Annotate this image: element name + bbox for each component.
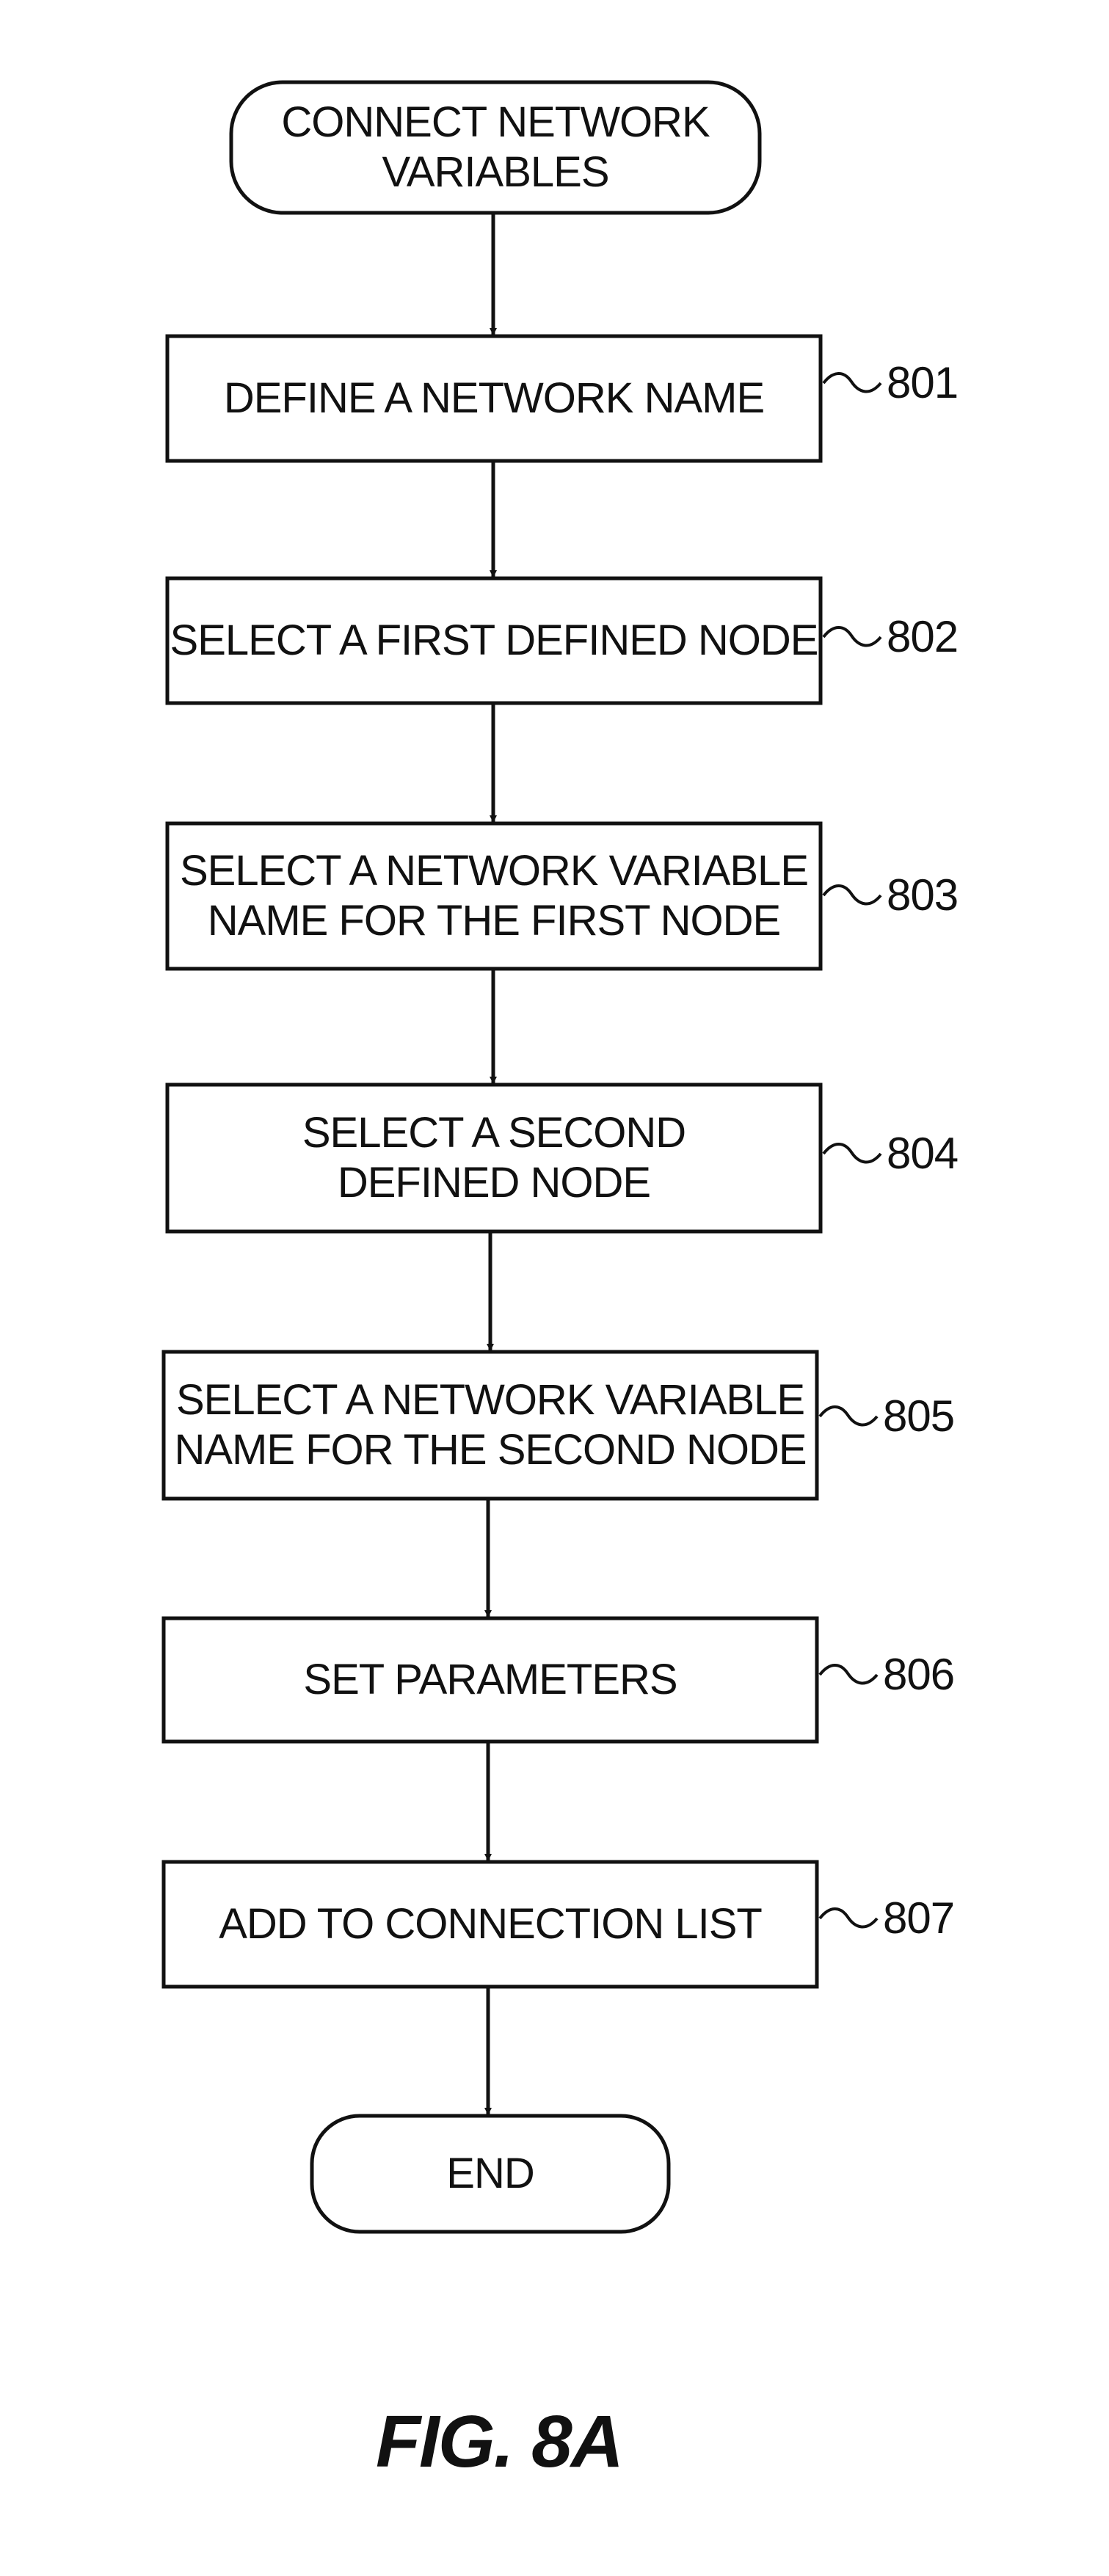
step-801-line-1: DEFINE A NETWORK NAME: [224, 374, 764, 423]
step-label-806: SET PARAMETERS: [164, 1618, 817, 1742]
step-label-802: SELECT A FIRST DEFINED NODE: [167, 578, 821, 703]
ref-number-804: 804: [887, 1132, 958, 1176]
step-label-801: DEFINE A NETWORK NAME: [167, 336, 821, 461]
leader-line-805: [820, 1407, 877, 1425]
step-805-line-1: SELECT A NETWORK VARIABLE: [176, 1375, 804, 1425]
step-806-line-1: SET PARAMETERS: [303, 1655, 677, 1705]
ref-number-806: 806: [883, 1653, 954, 1697]
step-802-line-1: SELECT A FIRST DEFINED NODE: [170, 616, 818, 666]
end-terminal-label: END: [312, 2116, 669, 2232]
start-terminal-label: CONNECT NETWORK VARIABLES: [231, 82, 760, 213]
leader-line-801: [823, 374, 881, 392]
step-804-line-2: DEFINED NODE: [338, 1158, 650, 1208]
leader-line-802: [823, 627, 881, 646]
leader-line-807: [820, 1909, 877, 1927]
leader-line-803: [823, 886, 881, 904]
figure-caption: FIG. 8A: [0, 2400, 998, 2484]
step-label-807: ADD TO CONNECTION LIST: [164, 1862, 817, 1987]
leader-line-806: [820, 1665, 877, 1684]
step-803-line-2: NAME FOR THE FIRST NODE: [208, 896, 780, 946]
start-label-line-2: VARIABLES: [382, 148, 608, 197]
step-label-805: SELECT A NETWORK VARIABLE NAME FOR THE S…: [164, 1352, 817, 1499]
ref-number-801: 801: [887, 361, 958, 405]
start-label-line-1: CONNECT NETWORK: [281, 98, 709, 148]
step-label-803: SELECT A NETWORK VARIABLE NAME FOR THE F…: [167, 823, 821, 969]
step-805-line-2: NAME FOR THE SECOND NODE: [174, 1425, 806, 1475]
ref-number-802: 802: [887, 615, 958, 659]
step-803-line-1: SELECT A NETWORK VARIABLE: [180, 846, 808, 896]
step-804-line-1: SELECT A SECOND: [302, 1108, 686, 1158]
ref-number-805: 805: [883, 1394, 954, 1438]
ref-number-807: 807: [883, 1896, 954, 1940]
step-807-line-1: ADD TO CONNECTION LIST: [219, 1899, 762, 1949]
end-label-line-1: END: [446, 2149, 534, 2199]
ref-number-803: 803: [887, 873, 958, 917]
leader-line-804: [823, 1144, 881, 1163]
step-label-804: SELECT A SECOND DEFINED NODE: [167, 1085, 821, 1231]
